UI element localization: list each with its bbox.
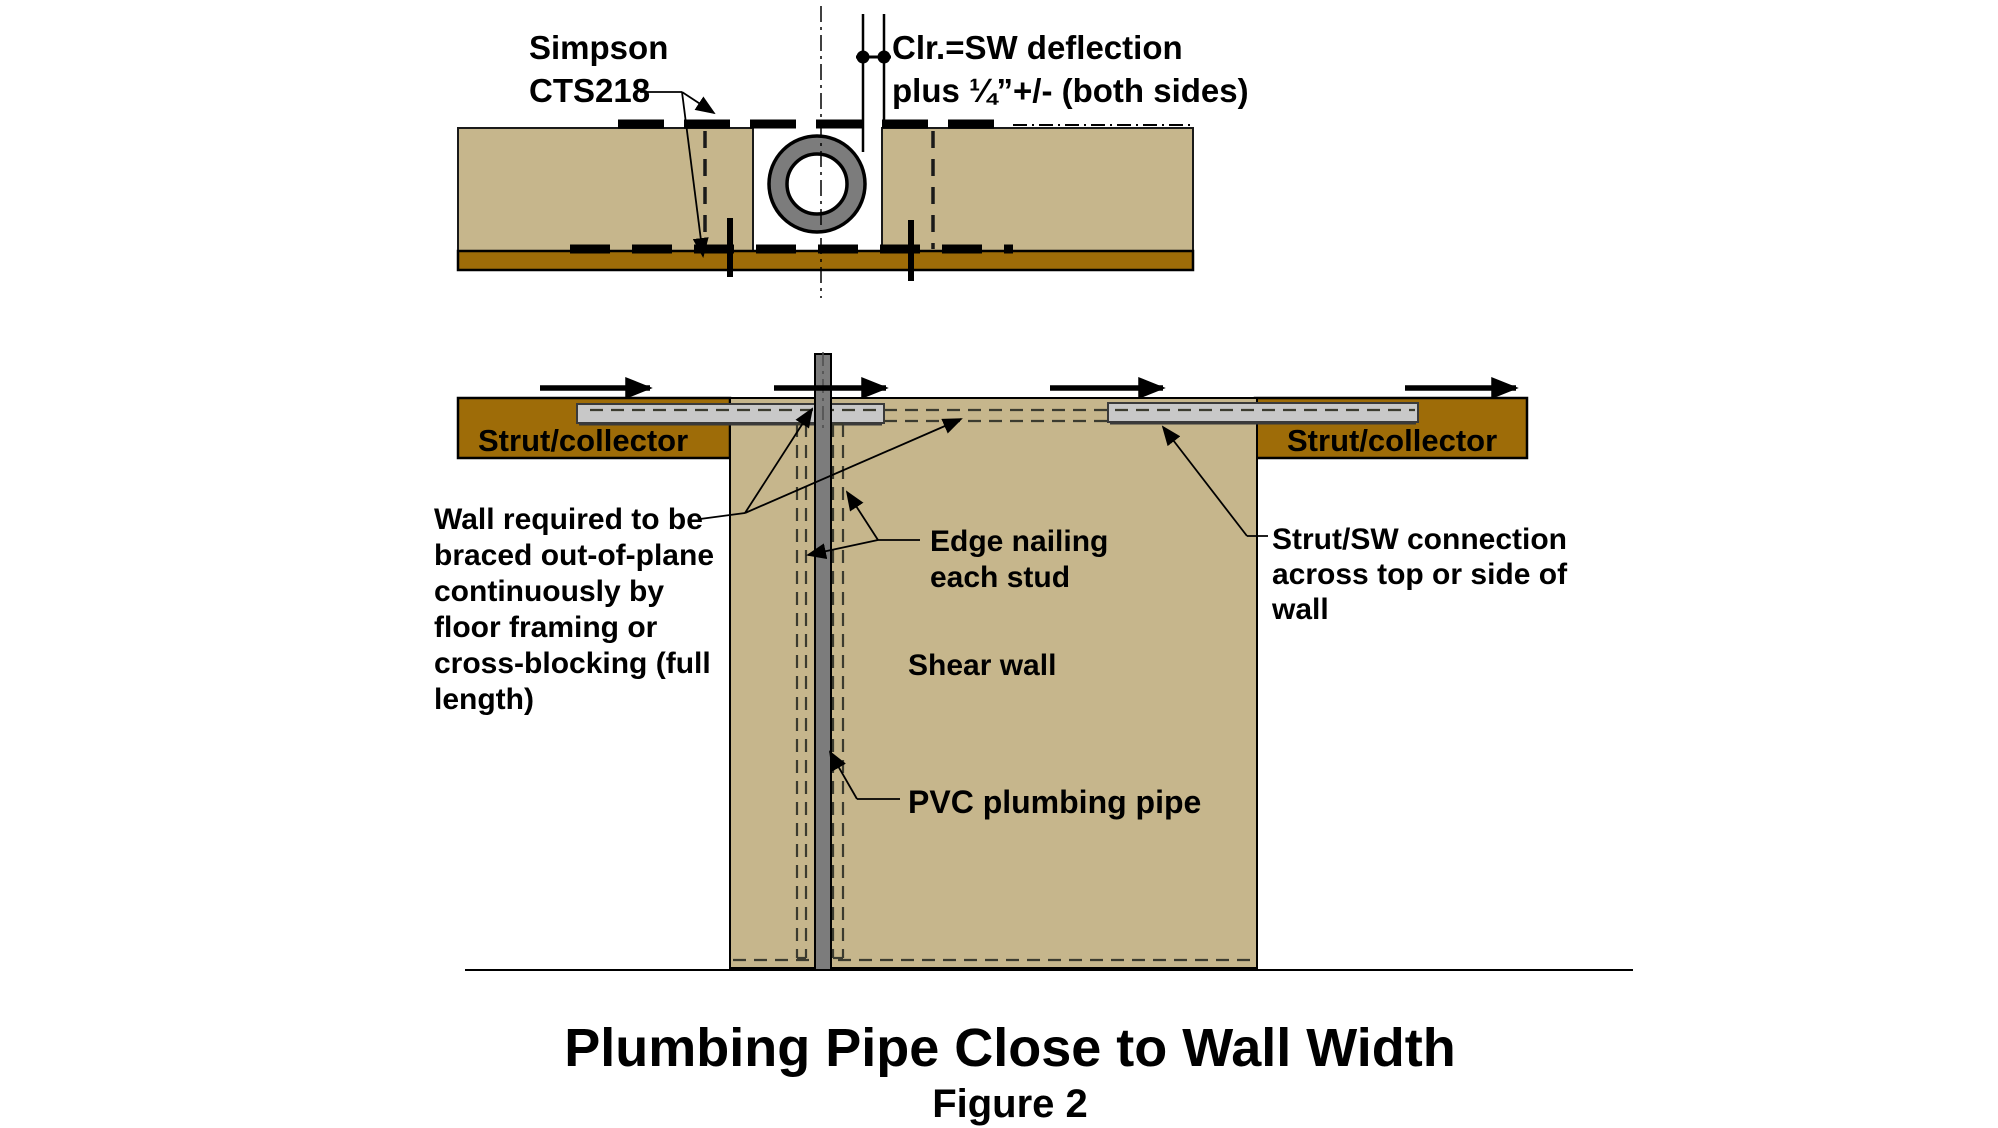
simpson-label-line1: Simpson — [529, 29, 669, 66]
strut-plate-right — [1107, 402, 1419, 423]
edge-nailing-label: Edge nailing each stud — [930, 524, 1108, 596]
edge-nailing-line2: each stud — [930, 561, 1071, 594]
strut-sw-leader — [1161, 425, 1248, 537]
wall-braced-line5: cross-blocking (full — [434, 647, 711, 680]
plan-pipe-inner — [785, 152, 849, 216]
wall-braced-leader-dash — [699, 512, 746, 520]
strut-sw-line1: Strut/SW connection — [1272, 523, 1567, 556]
simpson-leader-bottom — [681, 91, 709, 258]
simpson-leader-top — [681, 91, 716, 115]
pvc-pipe-elevation — [814, 353, 832, 971]
shear-wall-label: Shear wall — [908, 649, 1057, 682]
edge-nailing-leader-up — [845, 490, 879, 541]
figure-title: Plumbing Pipe Close to Wall Width — [564, 1018, 1456, 1078]
plan-view — [456, 6, 1195, 298]
strut-sw-line3: wall — [1272, 593, 1329, 626]
figure-number: Figure 2 — [932, 1082, 1088, 1126]
plan-sheathing-strip — [456, 249, 1195, 272]
wall-braced-leader-1 — [744, 407, 814, 514]
clearance-label-line1: Clr.=SW deflection — [892, 29, 1183, 66]
strut-sw-label: Strut/SW connection across top or side o… — [1272, 522, 1567, 627]
wall-braced-label: Wall required to be braced out-of-plane … — [434, 502, 714, 718]
pvc-pipe-label: PVC plumbing pipe — [908, 784, 1202, 820]
strut-collector-label-left: Strut/collector — [478, 423, 689, 458]
wall-braced-line4: floor framing or — [434, 611, 658, 644]
edge-nailing-leader-down — [806, 539, 879, 560]
clearance-label-line2: plus ¼”+/- (both sides) — [892, 72, 1249, 109]
simpson-label: Simpson CTS218 — [529, 26, 668, 112]
elevation-view — [456, 352, 1633, 971]
clearance-label: Clr.=SW deflection plus ¼”+/- (both side… — [892, 26, 1249, 112]
pvc-leader — [829, 750, 858, 800]
caption-block: Plumbing Pipe Close to Wall Width Figure… — [420, 1018, 1600, 1128]
plan-wall-right — [881, 127, 1194, 252]
wall-braced-line6: length) — [434, 683, 534, 716]
wall-braced-line2: braced out-of-plane — [434, 539, 715, 572]
clearance-dot-right — [877, 50, 891, 64]
clearance-dot-left — [856, 50, 870, 64]
edge-nailing-line1: Edge nailing — [930, 525, 1109, 558]
wall-braced-leader-2 — [744, 418, 963, 514]
plan-wall-left — [457, 127, 754, 252]
simpson-label-line2: CTS218 — [529, 72, 651, 109]
wall-braced-line1: Wall required to be — [434, 503, 703, 536]
wall-braced-line3: continuously by — [434, 575, 665, 608]
shear-wall-panel — [729, 397, 1258, 971]
strut-collector-label-right: Strut/collector — [1287, 423, 1498, 458]
strut-plate-left — [576, 403, 885, 424]
strut-sw-line2: across top or side of — [1272, 558, 1568, 591]
